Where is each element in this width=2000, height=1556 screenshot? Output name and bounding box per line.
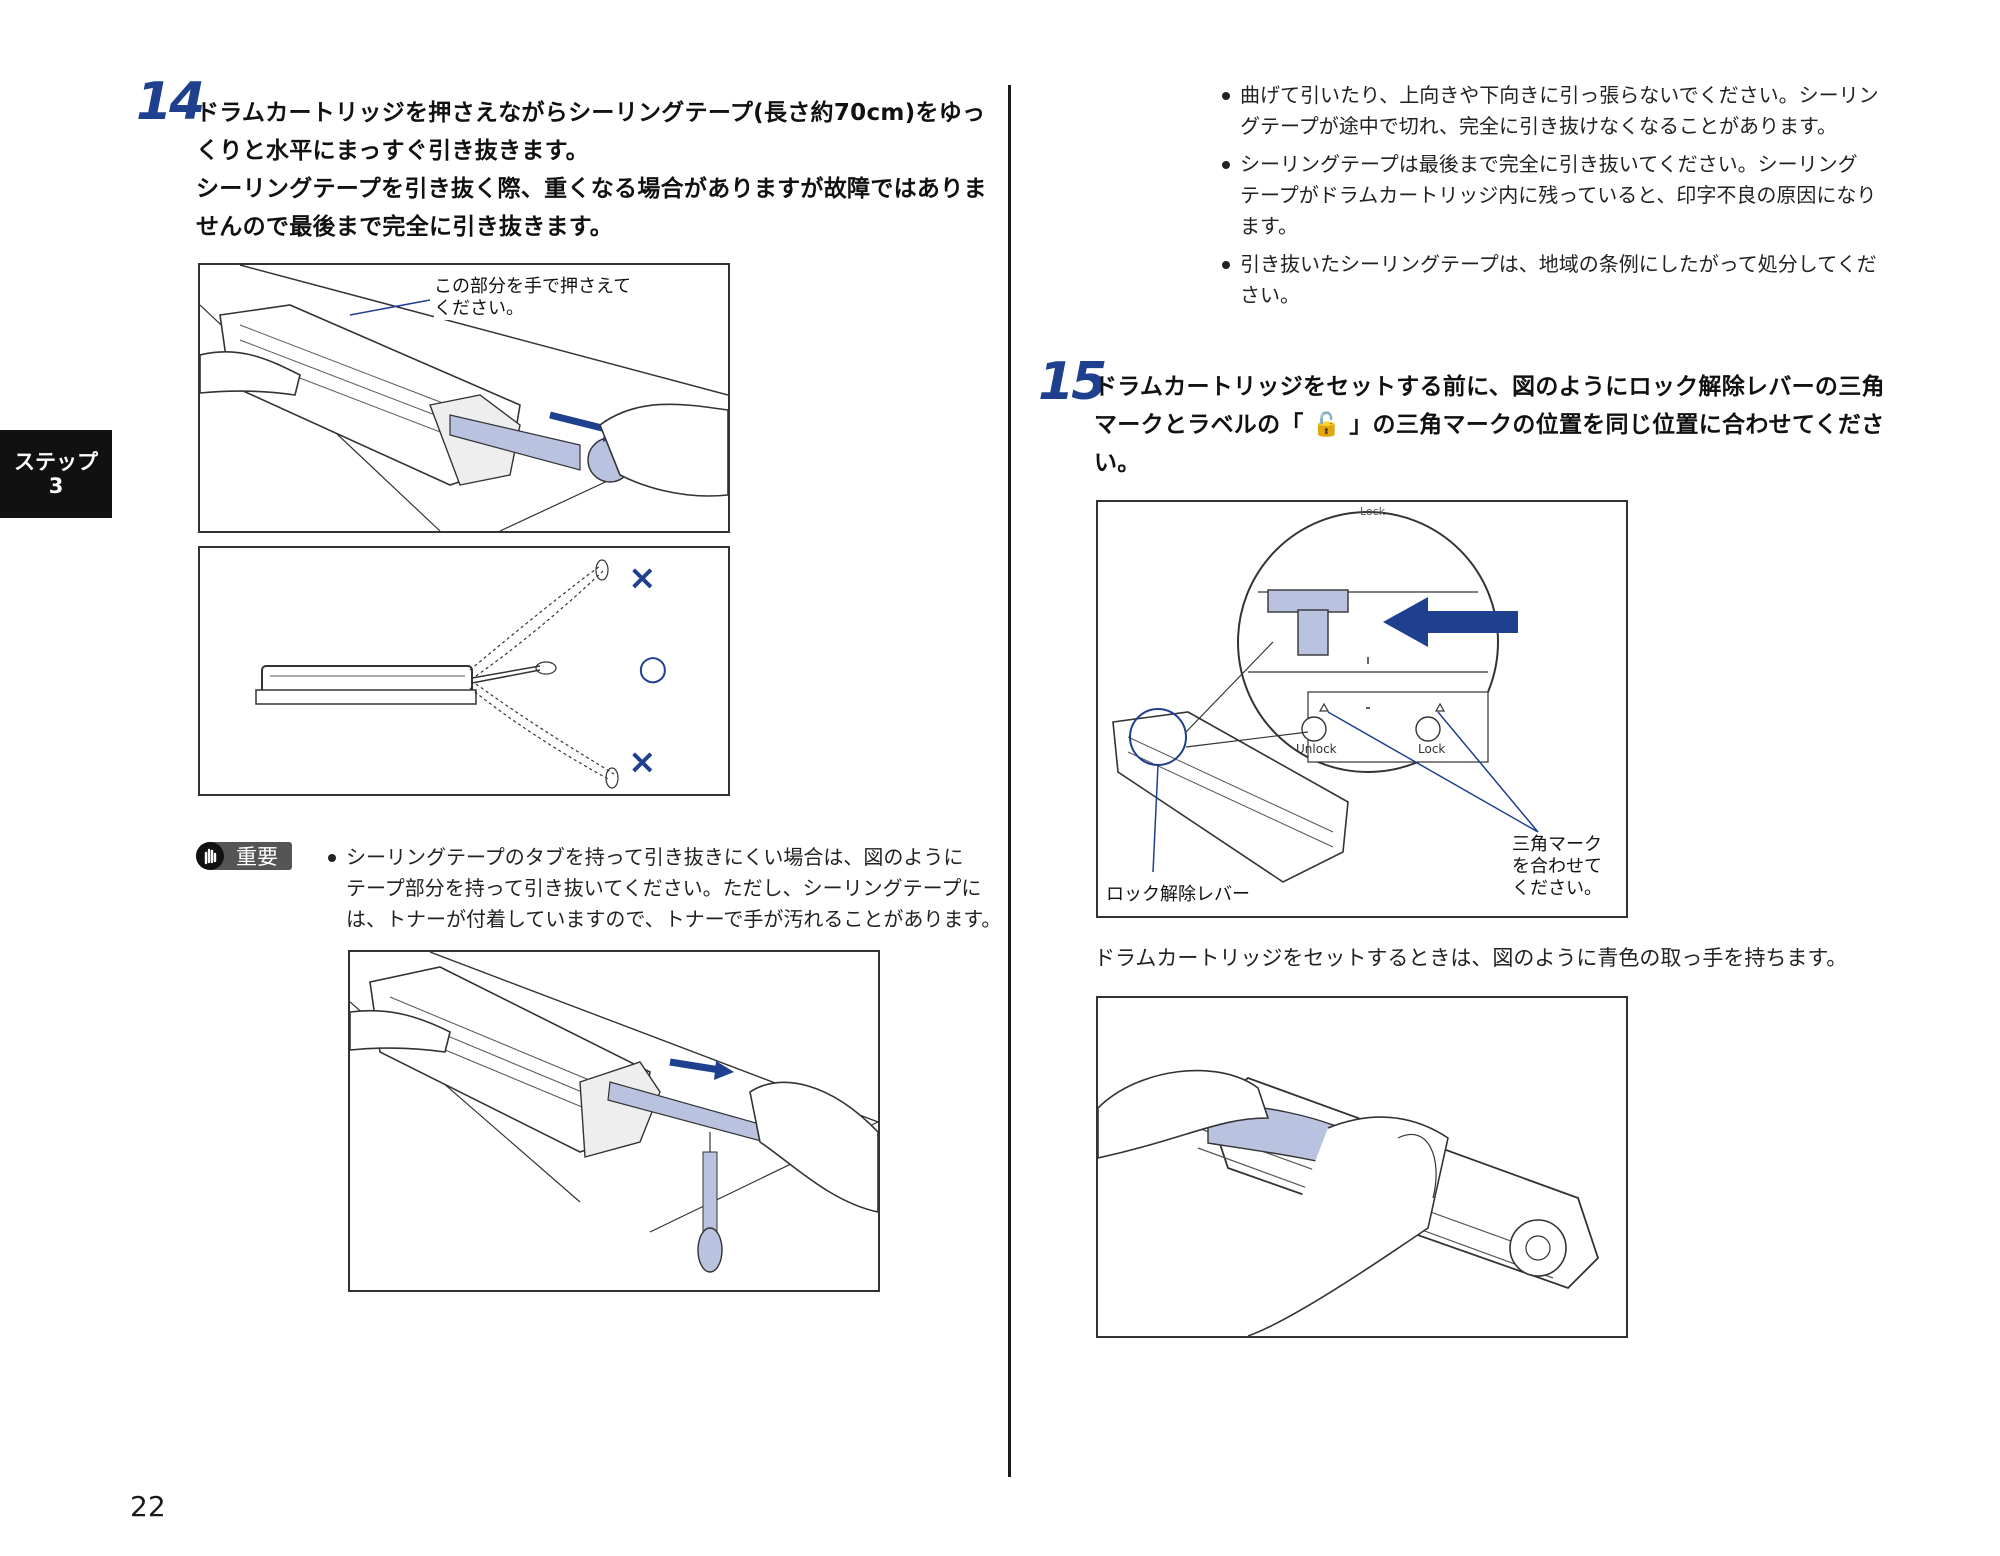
figure-hold-cartridge-illustration: [1098, 1069, 1600, 1336]
important-line-2: テープ部分を持って引き抜いてください。ただし、シーリングテープに: [346, 876, 982, 900]
note-2-line-3: ます。: [1240, 214, 1298, 238]
figure-pull-direction: [198, 546, 730, 796]
callout-mark-line-1: 三角マーク: [1512, 834, 1602, 855]
callout-mark-line-3: ください。: [1512, 878, 1602, 899]
step-15-line-1: ドラムカートリッジをセットする前に、図のようにロック解除レバーの三角: [1094, 374, 1885, 400]
label-unlock: Unlock: [1296, 742, 1337, 756]
step-14-number: 14: [136, 72, 205, 132]
step-14-line-4: せんので最後まで完全に引き抜きます。: [196, 214, 614, 240]
figure-pull-tape-alt-illustration: [350, 952, 878, 1273]
step-14-line-3: シーリングテープを引き抜く際、重くなる場合がありますが故障ではありま: [196, 176, 987, 202]
figure-pull-tape-illustration: [200, 265, 728, 531]
note-2-line-2: テープがドラムカートリッジ内に残っていると、印字不良の原因になり: [1240, 183, 1877, 207]
figure-pull-direction-illustration: [255, 559, 619, 789]
notes-list: 曲げて引いたり、上向きや下向きに引っ張らないでください。シーリン グテープが途中…: [1222, 80, 1902, 318]
good-mark: ○: [638, 648, 668, 688]
important-badge: 重要: [196, 842, 292, 870]
label-lock: Lock: [1418, 742, 1446, 756]
note-item: 曲げて引いたり、上向きや下向きに引っ張らないでください。シーリン グテープが途中…: [1222, 80, 1902, 142]
important-line-3: は、トナーが付着していますので、トナーで手が汚れることがあります。: [346, 907, 1002, 931]
page-number: 22: [130, 1490, 166, 1523]
important-label: 重要: [236, 845, 278, 869]
note-1-line-1: 曲げて引いたり、上向きや下向きに引っ張らないでください。シーリン: [1240, 83, 1879, 107]
step-15-number: 15: [1038, 352, 1107, 412]
important-line-1: シーリングテープのタブを持って引き抜きにくい場合は、図のように: [346, 845, 964, 869]
note-item: シーリングテープは最後まで完全に引き抜いてください。シーリング テープがドラムカ…: [1222, 149, 1902, 242]
hand-stop-icon: [196, 842, 224, 870]
side-tab-label: ステップ: [14, 450, 98, 474]
figure-pull-tape-alt: [348, 950, 880, 1292]
step-15-line-2: マークとラベルの「 🔓 」の三角マークの位置を同じ位置に合わせてくださ: [1094, 412, 1885, 438]
callout-lock-lever: ロック解除レバー: [1106, 884, 1250, 906]
step-14-text: ドラムカートリッジを押さえながらシーリングテープ(長さ約70cm)をゆっ くりと…: [196, 94, 996, 246]
column-divider: [1008, 85, 1011, 1477]
step-side-tab: ステップ 3: [0, 430, 112, 518]
callout-line-1: この部分を手で押さえて: [434, 276, 632, 297]
step-15-line-3: い。: [1094, 450, 1141, 476]
callout-line-2: ください。: [434, 298, 524, 319]
side-tab-number: 3: [48, 474, 64, 498]
note-1-line-2: グテープが途中で切れ、完全に引き抜けなくなることがあります。: [1240, 114, 1837, 138]
callout-mark-line-2: を合わせて: [1512, 856, 1602, 877]
figure-lock-lever-illustration: [1112, 511, 1539, 883]
step-14-line-1: ドラムカートリッジを押さえながらシーリングテープ(長さ約70cm)をゆっ: [196, 100, 986, 126]
hold-instruction: ドラムカートリッジをセットするときは、図のように青色の取っ手を持ちます。: [1094, 946, 1848, 970]
figure-pull-tape-callout: この部分を手で押さえて ください。: [434, 276, 632, 320]
callout-triangle-mark: 三角マーク を合わせて ください。: [1512, 834, 1602, 900]
note-3-line-1: 引き抜いたシーリングテープは、地域の条例にしたがって処分してくだ: [1240, 252, 1877, 276]
bad-mark-bottom: ×: [628, 742, 657, 782]
important-list: シーリングテープのタブを持って引き抜きにくい場合は、図のように テープ部分を持っ…: [328, 842, 1008, 942]
important-item: シーリングテープのタブを持って引き抜きにくい場合は、図のように テープ部分を持っ…: [328, 842, 1008, 935]
step-14-line-2: くりと水平にまっすぐ引き抜きます。: [196, 138, 589, 164]
note-item: 引き抜いたシーリングテープは、地域の条例にしたがって処分してくだ さい。: [1222, 249, 1902, 311]
bad-mark-top: ×: [628, 558, 657, 598]
figure-hold-cartridge: [1096, 996, 1628, 1338]
step-15-text: ドラムカートリッジをセットする前に、図のようにロック解除レバーの三角 マークとラ…: [1094, 368, 1894, 482]
label-top-lock: Lock: [1360, 505, 1386, 518]
note-2-line-1: シーリングテープは最後まで完全に引き抜いてください。シーリング: [1240, 152, 1858, 176]
note-3-line-2: さい。: [1240, 283, 1300, 307]
